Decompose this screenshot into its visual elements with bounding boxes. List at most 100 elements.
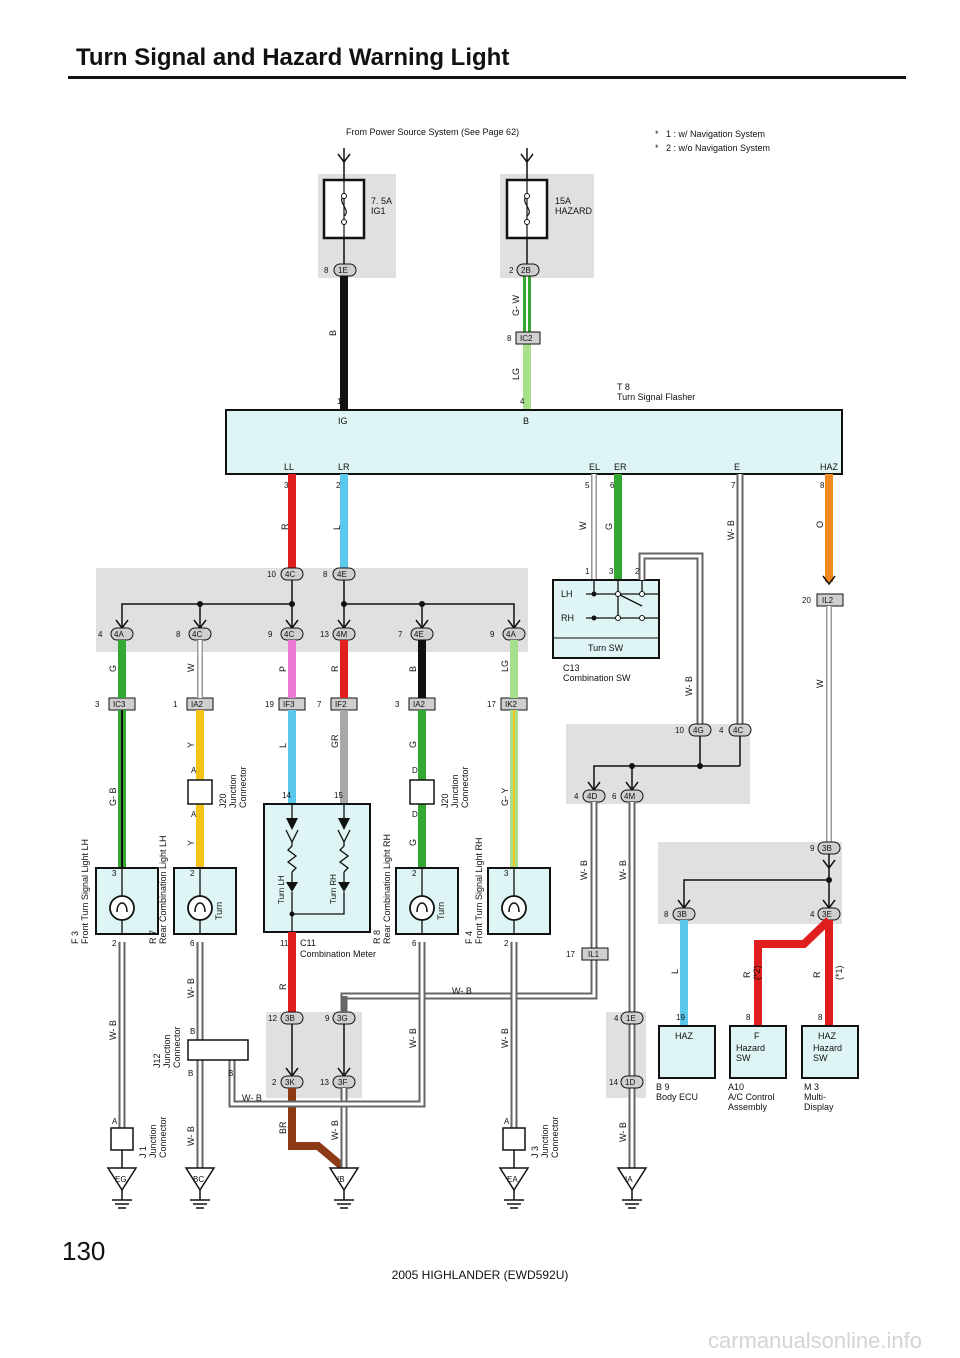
svg-text:W- B: W- B — [726, 520, 736, 540]
ground-distribution — [587, 736, 741, 792]
conn-1e-pin: 8 — [324, 266, 329, 275]
j3-pin-a: A — [504, 1117, 510, 1126]
svg-text:IC2: IC2 — [520, 334, 533, 343]
wire-label-br: BR — [278, 1121, 288, 1134]
svg-text:IB: IB — [337, 1175, 345, 1184]
svg-text:17: 17 — [487, 700, 496, 709]
svg-text:IL1: IL1 — [588, 950, 600, 959]
ac-control-name1: A/C Control — [728, 1092, 775, 1102]
wire-br — [288, 1088, 347, 1172]
svg-text:Turn: Turn — [214, 902, 224, 920]
wire-label-r-multi: R — [812, 971, 822, 978]
flasher-box — [225, 409, 843, 475]
svg-text:O: O — [815, 521, 825, 528]
svg-text:E: E — [734, 462, 740, 472]
flasher-label-ig: IG — [338, 416, 348, 426]
row-wire-lower-label-4: G — [408, 741, 418, 748]
ac-control-ref: A10 — [728, 1082, 744, 1092]
conn-3b-left: 3B — [672, 907, 696, 921]
j20-left-a-top: A — [191, 766, 197, 775]
svg-text:3E: 3E — [822, 910, 832, 919]
turn-sw-title: Turn SW — [588, 643, 624, 653]
svg-text:4C: 4C — [733, 726, 743, 735]
svg-text:R: R — [280, 523, 290, 530]
conn-4c-top: 4C — [280, 567, 304, 581]
svg-text:R 7: R 7 — [148, 930, 158, 944]
svg-text:2: 2 — [190, 869, 195, 878]
row-wire-upper-label-5: LG — [500, 660, 510, 672]
j12-b-bot1: B — [188, 1069, 193, 1078]
multi-display-label3: SW — [813, 1053, 828, 1063]
svg-text:Front Turn Signal Light RH: Front Turn Signal Light RH — [474, 837, 484, 944]
row-wire-lower-label-5: G- Y — [500, 788, 510, 806]
j1-ref: J 1 — [138, 1146, 148, 1158]
wire-label-wb-3f: W- B — [330, 1120, 340, 1140]
svg-text:4M: 4M — [336, 630, 347, 639]
junction-dots — [197, 601, 425, 607]
svg-text:F 3: F 3 — [70, 931, 80, 944]
turn-sw-pin-1: 1 — [585, 567, 590, 576]
watermark: carmanualsonline.info — [707, 1328, 922, 1353]
wire-label-wb-turnsw: W- B — [684, 676, 694, 696]
svg-text:LR: LR — [338, 462, 350, 472]
footer-model: 2005 HIGHLANDER (EWD592U) — [391, 1268, 569, 1282]
conn-3e: 3E — [817, 907, 841, 921]
ground-ib: IB — [328, 1167, 360, 1209]
wire-label-w: W — [815, 679, 825, 688]
svg-text:HAZ: HAZ — [820, 462, 839, 472]
row-wire-lower-label-2: L — [278, 743, 288, 748]
multi-display-pin: 8 — [818, 1013, 823, 1022]
body-ecu-pin: 19 — [676, 1013, 685, 1022]
conn-3b-lower: 3B — [280, 1011, 304, 1025]
turn-sw-pin-3: 3 — [609, 567, 614, 576]
svg-text:4C: 4C — [285, 570, 295, 579]
fuse-hazard-amp: 15A — [555, 196, 571, 206]
flasher-wire-labels: R L W G W- B O — [280, 520, 825, 540]
svg-text:IL2: IL2 — [822, 596, 834, 605]
ac-control-name2: Assembly — [728, 1102, 768, 1112]
svg-text:G: G — [604, 523, 614, 530]
svg-text:3: 3 — [284, 481, 289, 490]
svg-text:7: 7 — [317, 700, 322, 709]
conn-1d: 1D — [620, 1075, 644, 1089]
turn-sw-pin-2: 2 — [635, 567, 640, 576]
svg-text:7: 7 — [731, 481, 736, 490]
svg-text:3F: 3F — [338, 1078, 347, 1087]
meter-name: Combination Meter — [300, 949, 376, 959]
conn-il2: IL2 — [816, 593, 844, 607]
j12-b-top: B — [190, 1027, 195, 1036]
conn-4c-right-pin: 4 — [719, 726, 724, 735]
svg-text:6: 6 — [190, 939, 195, 948]
ac-control-box — [729, 1025, 787, 1079]
conn-3b-lower-pin: 12 — [268, 1014, 277, 1023]
svg-text:3: 3 — [112, 869, 117, 878]
svg-text:3B: 3B — [285, 1014, 295, 1023]
svg-text:2: 2 — [336, 481, 341, 490]
svg-text:4: 4 — [98, 630, 103, 639]
multi-display-label2: Hazard — [813, 1043, 842, 1053]
ground-bc: BC — [184, 1167, 216, 1209]
svg-text:F 4: F 4 — [464, 931, 474, 944]
j3-name2: Connector — [550, 1116, 560, 1158]
flasher-bottom-labels: LL LR EL ER E HAZ — [284, 462, 839, 472]
dot-haz — [826, 877, 832, 883]
fuse-hazard — [505, 178, 549, 240]
conn-4e-top-pin: 8 — [323, 570, 328, 579]
row-wire-lower-label-3: GR — [330, 734, 340, 748]
svg-text:3G: 3G — [337, 1014, 348, 1023]
svg-text:IA2: IA2 — [191, 700, 204, 709]
row-wire-lower-label-0: G- B — [108, 787, 118, 806]
body-ecu-name: Body ECU — [656, 1092, 698, 1102]
j20-left — [187, 779, 213, 805]
svg-text:IC3: IC3 — [113, 700, 126, 709]
junction-conn-4: 4E7 — [398, 627, 434, 641]
shaded-zones — [96, 174, 842, 1098]
